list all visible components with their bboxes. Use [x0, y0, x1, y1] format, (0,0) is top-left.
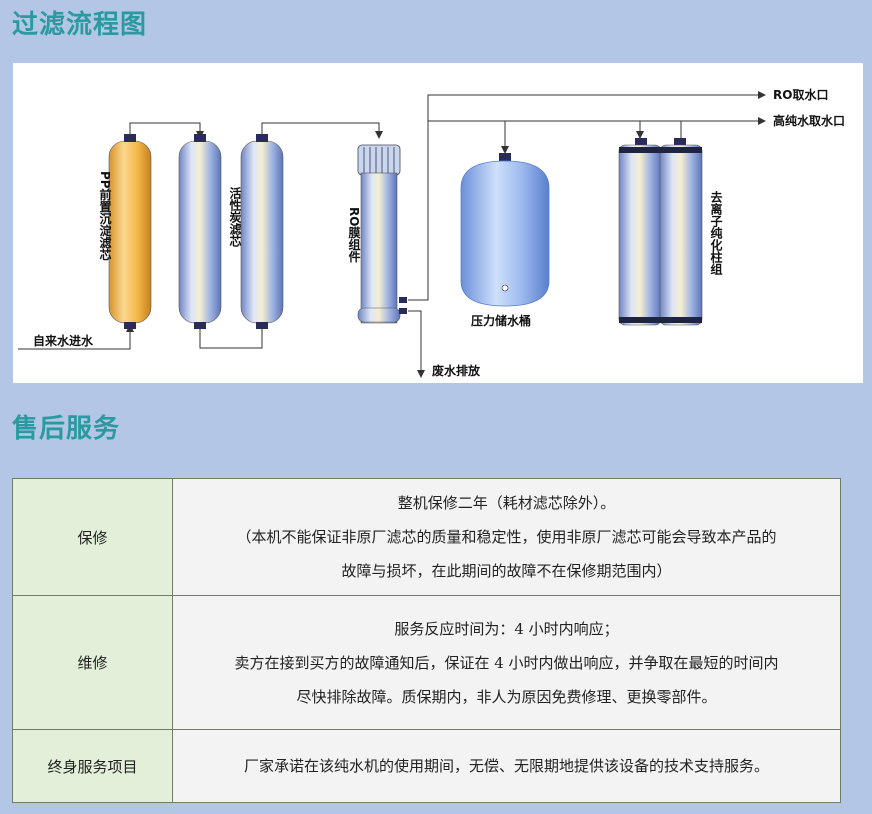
- ro-membrane-housing: [357, 144, 407, 324]
- table-row: 保修 整机保修二年（耗材滤芯除外）。 （本机不能保证非原厂滤芯的质量和稳定性，使…: [12, 478, 841, 596]
- table-row: 终身服务项目 厂家承诺在该纯水机的使用期间，无偿、无限期地提供该设备的技术支持服…: [12, 729, 841, 803]
- after-sales-table: 保修 整机保修二年（耗材滤芯除外）。 （本机不能保证非原厂滤芯的质量和稳定性，使…: [12, 478, 841, 803]
- pipes: [18, 91, 766, 378]
- flow-diagram-title: 过滤流程图: [12, 10, 148, 40]
- deionizer-label: 去离子纯化柱组: [709, 190, 723, 276]
- content-line: （本机不能保证非原厂滤芯的质量和稳定性，使用非原厂滤芯可能会导致本产品的: [236, 528, 777, 546]
- pp-to-carbon1-pipe: [129, 122, 204, 139]
- content-line: 故障与损坏，在此期间的故障不在保修期范围内）: [341, 562, 672, 580]
- pp-filter-cylinder: [108, 134, 152, 329]
- row-content: 服务反应时间为：4 小时内响应； 卖方在接到买方的故障通知后，保证在 4 小时内…: [172, 595, 841, 730]
- content-line: 卖方在接到买方的故障通知后，保证在 4 小时内做出响应，并争取在最短的时间内: [234, 653, 779, 672]
- content-line: 尽快排除故障。质保期内，非人为原因免费修理、更换零部件。: [296, 687, 717, 706]
- row-label: 保修: [12, 478, 173, 596]
- content-line: 厂家承诺在该纯水机的使用期间，无偿、无限期地提供该设备的技术支持服务。: [243, 757, 769, 775]
- after-sales-title: 售后服务: [12, 414, 121, 444]
- filtration-flow-diagram: 自来水进水 PP前置沉淀滤芯 活性炭滤芯 RO膜组件 废水排放 压力储水桶 RO…: [13, 63, 863, 383]
- content-line: 整机保修二年（耗材滤芯除外）。: [397, 494, 616, 512]
- row-content: 厂家承诺在该纯水机的使用期间，无偿、无限期地提供该设备的技术支持服务。: [172, 729, 841, 803]
- ro-membrane-label: RO膜组件: [347, 207, 361, 263]
- table-row: 维修 服务反应时间为：4 小时内响应； 卖方在接到买方的故障通知后，保证在 4 …: [12, 595, 841, 730]
- deionizer-columns: [618, 138, 703, 326]
- waste-pipe: [408, 310, 425, 378]
- row-label: 维修: [12, 595, 173, 730]
- pp-filter-label: PP前置沉淀滤芯: [98, 171, 112, 261]
- row-content: 整机保修二年（耗材滤芯除外）。 （本机不能保证非原厂滤芯的质量和稳定性，使用非原…: [172, 478, 841, 596]
- carbon-filter-label: 活性炭滤芯: [228, 186, 242, 248]
- row-label: 终身服务项目: [12, 729, 173, 803]
- inlet-label: 自来水进水: [33, 333, 94, 348]
- carbon-filter-cylinder-1: [178, 134, 222, 329]
- ro-outlet-label: RO取水口: [773, 87, 828, 102]
- waste-drain-label: 废水排放: [432, 363, 481, 378]
- carbon2-to-ro-pipe: [261, 122, 383, 139]
- content-line: 服务反应时间为：4 小时内响应；: [394, 619, 619, 638]
- inlet-pipe: [18, 324, 134, 350]
- pressure-tank: [460, 153, 550, 307]
- carbon1-to-carbon2-pipe: [199, 325, 263, 349]
- ro-outlet-pipe: [408, 91, 766, 301]
- carbon-filter-cylinder-2: [240, 134, 284, 329]
- pressure-tank-label: 压力储水桶: [471, 313, 531, 328]
- flow-diagram-svg: 自来水进水 PP前置沉淀滤芯 活性炭滤芯 RO膜组件 废水排放 压力储水桶 RO…: [18, 87, 845, 378]
- pure-outlet-label: 高纯水取水口: [773, 113, 845, 128]
